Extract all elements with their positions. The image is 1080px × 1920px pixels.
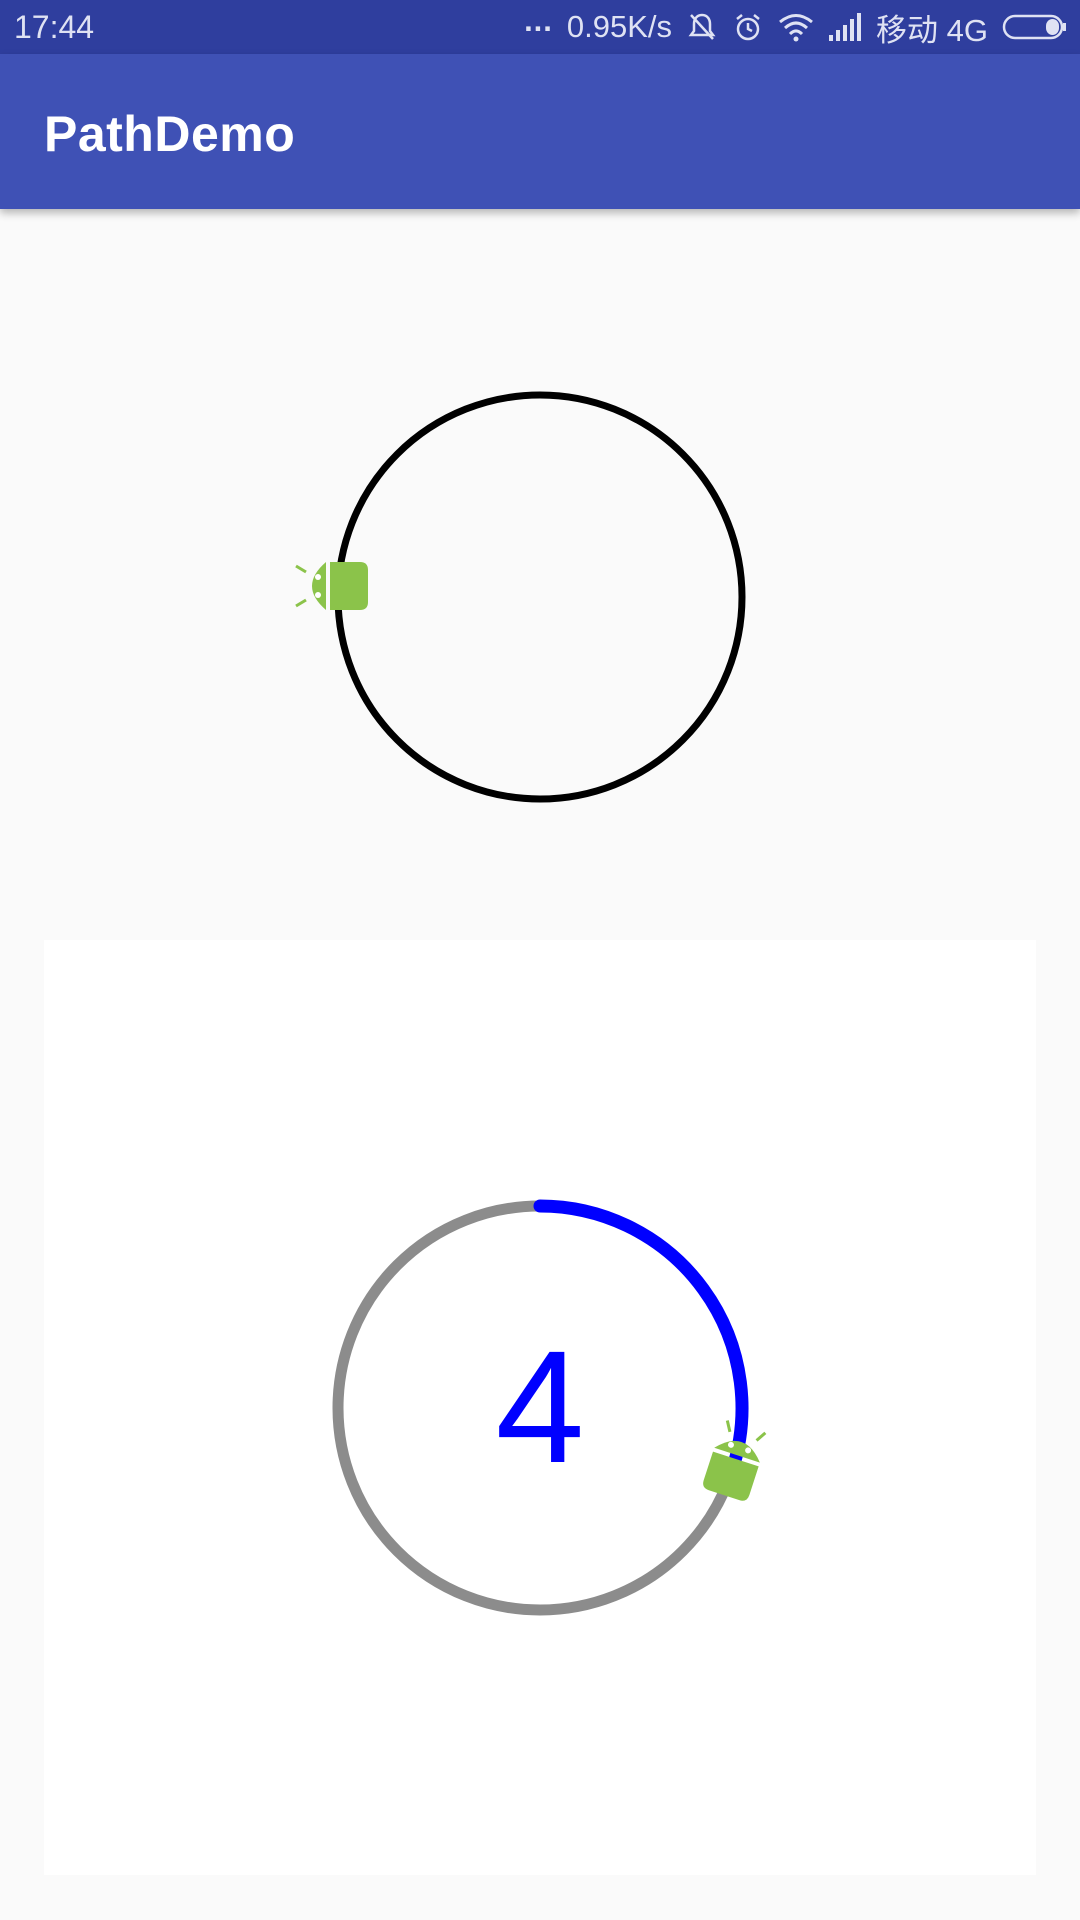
android-robot-icon [295, 562, 368, 610]
alarm-icon [732, 11, 764, 43]
path-demo-circle-view [0, 209, 1080, 909]
net-speed: 0.95K/s [566, 9, 673, 44]
progress-ring-canvas [332, 1199, 767, 1616]
status-bar: 17:44 ... 0.95K/s 移动 4G [0, 0, 1080, 54]
status-icons: ... 0.95K/s 移动 4G [524, 0, 1068, 54]
signal-icon [828, 13, 862, 41]
circle-path [334, 391, 746, 803]
battery-icon [1002, 13, 1068, 41]
status-time: 17:44 [14, 9, 95, 45]
android-robot-icon [703, 1420, 767, 1501]
circle-path-canvas [295, 391, 746, 803]
progress-value: 4 [495, 1317, 585, 1496]
mute-icon [686, 11, 718, 43]
carrier: 移动 4G [876, 12, 988, 48]
app-bar: PathDemo [0, 54, 1080, 209]
more-dots-icon: ... [524, 3, 553, 38]
progress-arc [533, 1199, 749, 1477]
wifi-icon [778, 12, 814, 42]
app-title: PathDemo [44, 106, 296, 162]
progress-panel: 4 [44, 940, 1036, 1875]
